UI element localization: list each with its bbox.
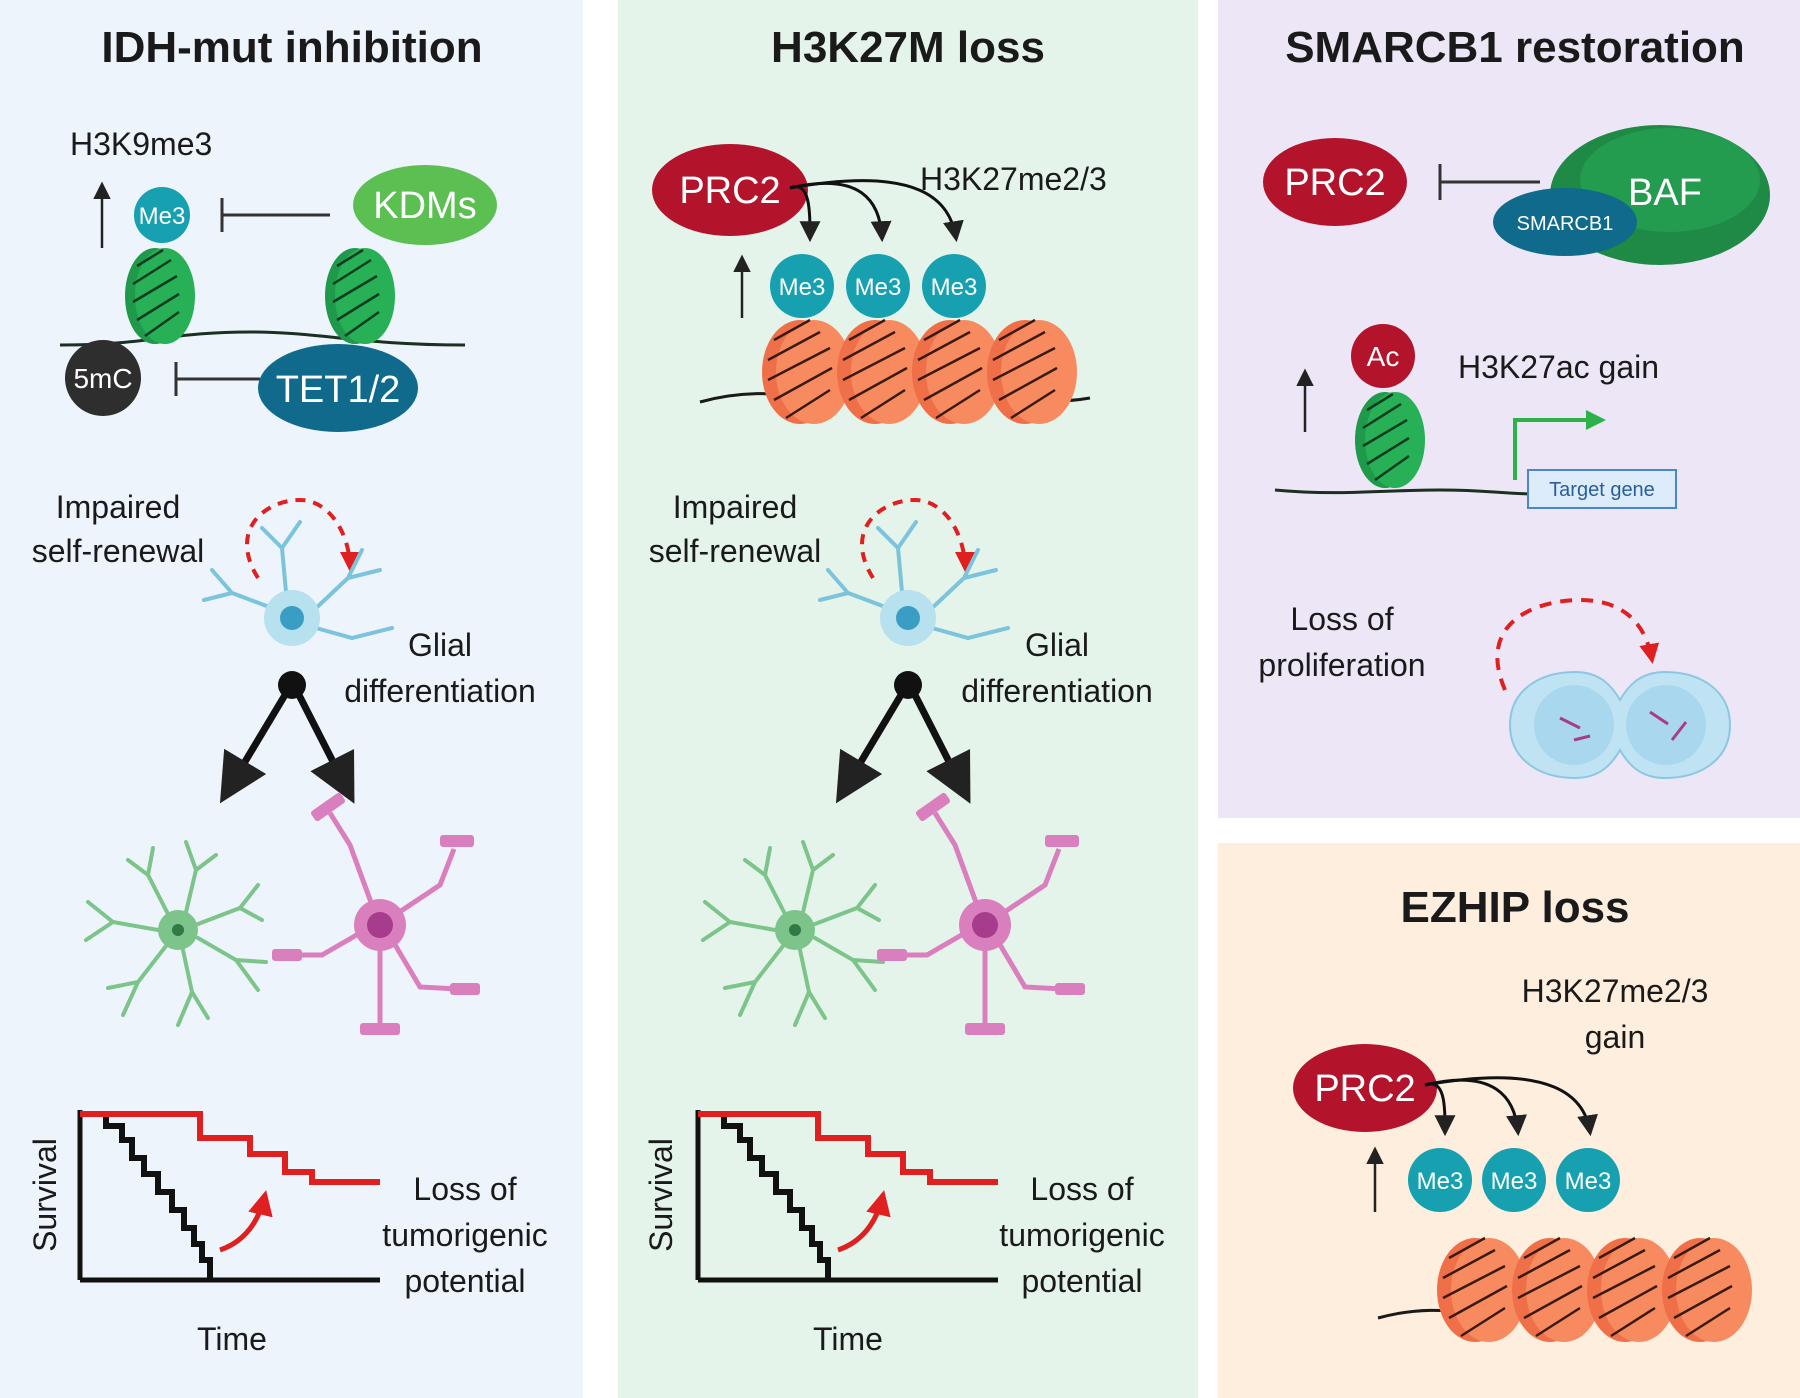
panel-idh — [0, 0, 583, 1398]
nucleosome-green — [1353, 390, 1427, 490]
self-renewal-arrow — [859, 497, 975, 580]
nucleosome-orange — [985, 318, 1079, 426]
5mc-label: 5mC — [73, 363, 132, 394]
h3k27ac-label: H3K27ac gain — [1458, 349, 1659, 385]
smarcb1-title: SMARCB1 restoration — [1285, 23, 1745, 72]
baf-label: BAF — [1628, 172, 1702, 214]
ac-label: Ac — [1367, 341, 1400, 372]
h3k9me3-label: H3K9me3 — [70, 126, 212, 162]
me3-label: Me3 — [1491, 1168, 1538, 1195]
inhibit-bar — [174, 362, 260, 396]
tumorigenic-label: tumorigenic — [999, 1217, 1164, 1253]
target-gene-label: Target gene — [1549, 479, 1655, 501]
me3-mark — [1482, 1148, 1546, 1212]
branch-arrow-right — [295, 693, 355, 804]
5mc-mark — [65, 340, 141, 416]
methylation-arrow — [1424, 1076, 1598, 1137]
idh-title: IDH-mut inhibition — [101, 23, 482, 72]
me3-label: Me3 — [139, 203, 186, 230]
glial-label: Glial — [1025, 627, 1089, 663]
me3-label: Me3 — [779, 274, 826, 301]
me3-label: Me3 — [1417, 1168, 1464, 1195]
impaired-label: Impaired — [673, 489, 798, 525]
glial-label: Glial — [408, 627, 472, 663]
me3-label: Me3 — [855, 274, 902, 301]
prc2-label: PRC2 — [679, 170, 780, 212]
dna-strand — [1274, 488, 1635, 496]
branch-arrow-right — [911, 693, 971, 804]
differentiation-label: differentiation — [961, 673, 1153, 709]
h3k27me-label: H3K27me2/3 — [1522, 973, 1709, 1009]
self-renewal-label: self-renewal — [649, 533, 822, 569]
proliferation-arrow — [1495, 597, 1660, 691]
nucleosome-green — [323, 246, 397, 346]
loss-label: Loss of — [413, 1171, 516, 1207]
me3-label: Me3 — [931, 274, 978, 301]
nucleosome-orange — [1660, 1236, 1754, 1344]
prc2-label: PRC2 — [1314, 1068, 1415, 1110]
tet-complex — [258, 344, 418, 432]
nucleosome-green — [123, 246, 197, 346]
inhibit-bar — [220, 198, 330, 232]
methylation-arrow — [789, 179, 964, 243]
smarcb1-label: SMARCB1 — [1517, 213, 1614, 235]
me3-mark — [1408, 1148, 1472, 1212]
smarcb1-subunit — [1493, 188, 1637, 256]
prc2-complex — [652, 144, 808, 236]
kdms-label: KDMs — [373, 185, 476, 227]
inhibit-bar — [1438, 164, 1540, 200]
ac-mark — [1351, 324, 1415, 388]
daughter-nucleus — [1626, 685, 1706, 765]
potential-label: potential — [405, 1263, 526, 1299]
branch-arrow-left — [835, 693, 905, 804]
tumorigenic-label: tumorigenic — [382, 1217, 547, 1253]
target-gene-box — [1527, 469, 1677, 509]
me3-mark — [922, 254, 986, 318]
differentiation-label: differentiation — [344, 673, 536, 709]
branch-node — [894, 671, 922, 699]
prc2-complex — [1263, 138, 1407, 226]
time-axis-label: Time — [197, 1321, 267, 1357]
self-renewal-arrow — [244, 497, 360, 580]
branch-node — [278, 671, 306, 699]
gain-label: gain — [1585, 1019, 1646, 1055]
me3-mark — [1556, 1148, 1620, 1212]
proliferation-label: proliferation — [1258, 647, 1425, 683]
survival-axis-label: Survival — [27, 1138, 63, 1252]
me3-mark — [770, 254, 834, 318]
loss-label: Loss of — [1030, 1171, 1133, 1207]
prc2-label: PRC2 — [1284, 162, 1385, 204]
self-renewal-label: self-renewal — [32, 533, 205, 569]
dna-strand — [59, 330, 466, 347]
h3k27m-title: H3K27M loss — [771, 23, 1045, 72]
kdms-complex — [353, 165, 497, 245]
survival-axis-label: Survival — [643, 1138, 679, 1252]
me3-mark — [134, 187, 190, 243]
chromosomes — [1559, 710, 1688, 742]
me3-label: Me3 — [1565, 1168, 1612, 1195]
loss-label: Loss of — [1290, 601, 1393, 637]
tet-label: TET1/2 — [276, 369, 401, 411]
impaired-label: Impaired — [56, 489, 181, 525]
ezhip-title: EZHIP loss — [1400, 883, 1629, 932]
h3k27me-label: H3K27me2/3 — [920, 161, 1107, 197]
transcription-arrow — [1513, 410, 1606, 480]
potential-label: potential — [1022, 1263, 1143, 1299]
branch-arrow-left — [219, 693, 289, 804]
me3-mark — [846, 254, 910, 318]
prc2-complex — [1293, 1044, 1437, 1132]
time-axis-label: Time — [813, 1321, 883, 1357]
